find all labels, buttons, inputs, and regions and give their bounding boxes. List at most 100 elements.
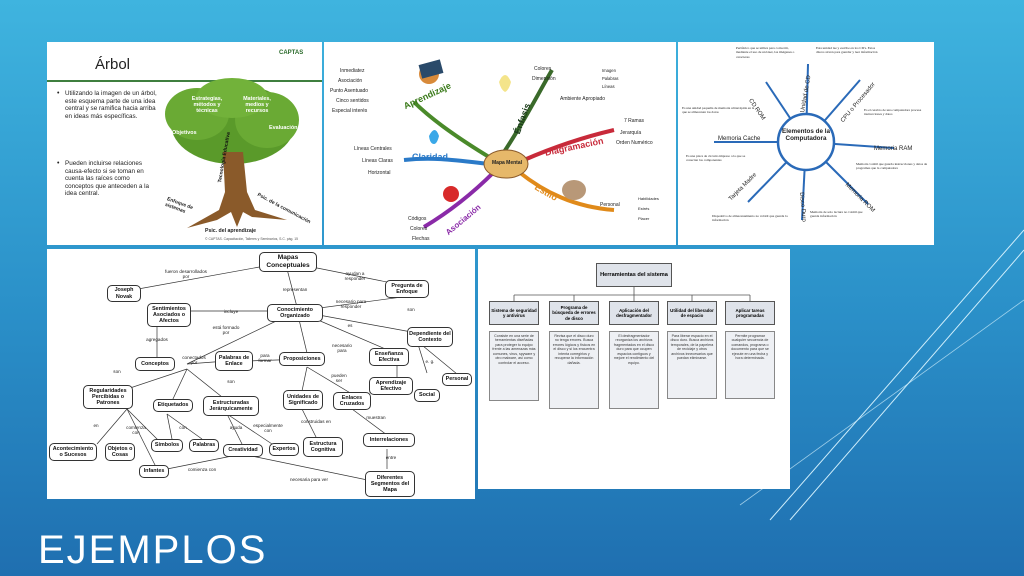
mindmap-leaf: Orden Numérico [616,140,653,146]
tree-root-1: Enfoque de sistemas [164,196,194,215]
mindmap-leaf: 7 Ramas [624,118,645,124]
concept-node: Unidades de Significado [283,390,323,410]
aprendizaje-items: Inmediatez Asociación Punto Asentuado Ci… [330,68,392,118]
concept-link-label: comienza con [126,425,146,436]
concept-node: Enlaces Cruzados [333,392,371,410]
tree-root-2: Psic. de la comunicación [256,192,312,226]
mindmap-branch-asociacion: Asociación [444,202,483,237]
concept-node: Estructuradas Jerárquicamente [203,396,259,416]
concept-node: Pregunta de Enfoque [385,280,429,298]
spoke-label: Unidad de CD [800,74,813,114]
mindmap-leaf: Colores [410,226,428,232]
spoke-text: Es una placa de circuito impreso a la qu… [686,154,746,163]
concept-node: Etiquetados [153,399,193,412]
mindmap-leaf: Líneas [602,84,615,89]
mindmap-card: Mapa Mental Aprendizaje Inmediatez Asoci… [324,42,676,245]
mindmap-leaf: Palabras [602,76,619,81]
concept-link-label: es [347,323,353,328]
herramientas-col-body: Para liberar espacio en el disco duro. B… [667,331,717,399]
concept-link-label: especialmente con [253,423,283,434]
concept-link-label: muestran [366,415,386,420]
spoke-label: Tarjeta Madre [728,172,759,203]
tree-trunk-label: Tecnología Educativa [217,131,232,184]
herramientas-col-body: El desfragmentador reorganiza los archiv… [609,331,659,409]
mindmap-branch-diagramacion: Diagramación [544,135,605,158]
concept-link-label: son [407,307,415,312]
computadora-card: Elementos de la Computadora CD ROM Unida… [678,42,934,245]
tree-crown-2: Materiales, medios y recursos [243,96,271,114]
spoke-text: Dispositivo de almacenamiento no volátil… [712,214,788,223]
concept-link-label: necesario para [332,343,352,354]
concept-link-label: pueden ser [331,373,347,384]
mindmap-leaf: Horizontal [368,170,391,176]
concept-link-label: fueron desarrollados por [165,269,207,280]
mindmap-leaf: Líneas Claras [362,158,393,164]
concept-link-label: entre [385,455,397,460]
mindmap-leaf: Estrés [638,206,650,211]
tree-crown-4: Evaluación [269,125,298,131]
bullet-dot: • [57,90,60,97]
concept-link-label: ayudan a responder [344,271,366,282]
arbol-footer: © CAPTAS. Capacitación, Talleres y Semin… [205,237,299,241]
concept-link-label: incluye [223,309,239,314]
herramientas-col-body: Permite programar cualquier secuencia de… [725,331,775,399]
mindmap-center: Mapa Mental [492,160,523,166]
mindmap-leaf: Dimensión [532,76,556,82]
spoke-text: Periférico que se utiliza para convertir… [736,46,795,59]
mindmap-leaf: Jerarquía [620,130,642,136]
herramientas-col-body: Revisa que el disco duro no tenga errore… [549,331,599,409]
mindmap-branch-claridad: Claridad [412,152,449,162]
spoke-label: Memoria Cache [718,136,761,142]
conceptual-card: Mapas Conceptuales Joseph Novak Pregunta… [47,249,475,499]
mindmap-leaf: Flechas [412,236,430,242]
mindmap-leaf: Cinco sentidos [336,98,369,104]
herramientas-card: Herramientas del sistema Sistema de segu… [478,249,790,489]
herramientas-col-head: Sistema de seguridad y antivirus [489,301,539,325]
concept-node: Expertos [269,443,299,456]
concept-link-label: son [113,369,121,374]
mindmap-leaf: Códigos [408,216,427,222]
mindmap-leaf: Placer [638,216,650,221]
herramientas-col-head: Aplicación del desfragmentador [609,301,659,325]
spoke-label: Memoria RAM [874,146,913,152]
concept-link-label: necesario para responder [335,299,367,310]
mindmap-leaf: Líneas Centrales [354,146,392,152]
spoke-label: CPU o Procesador [840,81,877,124]
mindmap-leaf: Imagen [602,68,616,73]
mindmap-leaf: Especial interés [332,108,368,114]
concept-link-label: construidas en [301,419,331,424]
mindmap-leaf: Ambiente Apropiado [560,96,606,102]
concept-node: Enseñanza Efectiva [369,348,409,366]
tree-root-3: Psic. del aprendizaje [205,228,257,234]
herramientas-title: Herramientas del sistema [596,263,672,287]
arbol-heading: Árbol [95,56,131,73]
arbol-logo: CAPTAS [279,50,304,56]
concept-node: Creatividad [223,444,263,457]
concept-node: Social [414,389,440,402]
spoke-text: Es el cerebro de una computadora procesa… [864,108,922,117]
concept-node: Joseph Novak [107,285,141,302]
herramientas-col-body: Consiste en una serie de herramientas di… [489,331,539,401]
mindmap-leaf: Punto Asentuado [330,88,369,94]
mindmap-leaf: Inmediatez [340,68,365,74]
mindmap-leaf: Asociación [338,78,363,84]
bullet-dot: • [57,160,60,167]
concept-node: Acontecimiento o Sucesos [49,443,97,461]
slide-title: EJEMPLOS [38,528,268,572]
arbol-card: Árbol CAPTAS Utilizando la imagen de un … [47,42,322,245]
concept-link-label: con [179,425,187,430]
spoke-text: Memoria de solo lectura no volátil que g… [810,210,863,219]
spoke-text: Memoria volátil que guarda instrucciones… [856,162,928,171]
concept-link-label: comienza con [187,467,217,472]
mindmap-leaf: Habilidades [638,196,659,201]
concept-node: Diferentes Segmentos del Mapa [365,471,415,497]
concept-node: Interrelaciones [363,433,415,447]
mindmap-leaf: Personal [600,202,620,208]
herramientas-col-head: Programa de búsqueda de errores de disco [549,301,599,325]
concept-node: Sentimientos Asociados o Afectos [147,303,191,327]
mindmap-branch-estilo: Estilo [533,182,560,203]
mindmap-branch-enfasis: Énfasis [512,101,533,136]
arbol-bullet-1: Utilizando la imagen de un árbol, este e… [65,90,157,120]
concept-link-label: e. g. [425,359,435,364]
concept-node: Proposiciones [279,352,325,366]
